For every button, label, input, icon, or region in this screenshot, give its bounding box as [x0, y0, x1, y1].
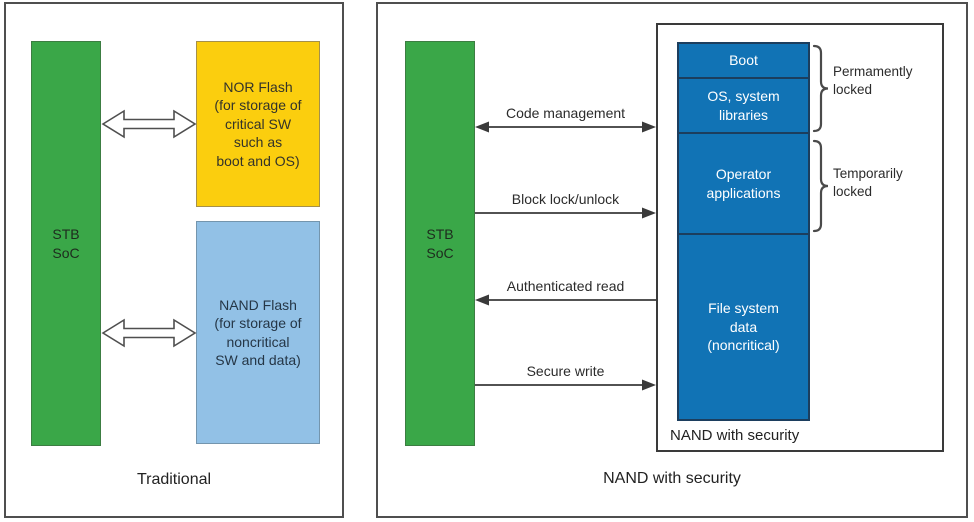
arrowhead-left-icon: [475, 121, 489, 133]
double-arrow-nor-icon: [101, 109, 197, 139]
panel-traditional: STB SoC NOR Flash (for storage of critic…: [4, 2, 344, 518]
nand-container-label: NAND with security: [670, 427, 800, 444]
arrowhead-right-icon: [642, 207, 656, 219]
nand-flash-label: NAND Flash (for storage of noncritical S…: [214, 296, 302, 368]
temporarily-locked-label: Temporarily locked: [833, 166, 903, 200]
arrowhead-right-icon: [642, 121, 656, 133]
segment-boot-label: Boot: [729, 52, 758, 69]
arrowhead-right-icon: [642, 379, 656, 391]
nand-segments: Boot OS, system libraries Operator appli…: [658, 42, 942, 421]
segment-os-label: OS, system libraries: [707, 88, 780, 123]
stb-soc-box-secure: STB SoC: [405, 41, 475, 446]
stb-soc-label: STB SoC: [426, 226, 454, 261]
permanently-locked-label: Permamently locked: [833, 64, 913, 98]
arrow-label-authenticated-read: Authenticated read: [506, 278, 625, 294]
double-arrow-nand-icon: [101, 318, 197, 348]
arrow-label-secure-write: Secure write: [526, 363, 605, 379]
arrowhead-left-icon: [475, 294, 489, 306]
caption-traditional: Traditional: [136, 471, 212, 488]
arrow-label-block-lock: Block lock/unlock: [511, 191, 620, 207]
arrow-label-code-management: Code management: [505, 105, 626, 121]
nand-security-container: Boot OS, system libraries Operator appli…: [656, 23, 944, 452]
caption-nand-with-security: NAND with security: [603, 470, 741, 487]
nor-flash-box: NOR Flash (for storage of critical SW su…: [196, 41, 320, 207]
stb-soc-box-traditional: STB SoC: [31, 41, 101, 446]
segment-operator-label: Operator applications: [706, 166, 781, 201]
segment-os-libraries: OS, system libraries: [677, 77, 810, 134]
segment-file-system-label: File system data (noncritical): [707, 300, 780, 354]
nand-flash-box: NAND Flash (for storage of noncritical S…: [196, 221, 320, 444]
nor-flash-label: NOR Flash (for storage of critical SW su…: [214, 78, 302, 169]
stb-soc-label: STB SoC: [52, 226, 80, 261]
segment-boot: Boot: [677, 42, 810, 79]
panel-nand-with-security: STB SoC Boot OS, system libraries Operat…: [376, 2, 968, 518]
segment-operator-apps: Operator applications: [677, 132, 810, 235]
segment-file-system: File system data (noncritical): [677, 233, 810, 421]
